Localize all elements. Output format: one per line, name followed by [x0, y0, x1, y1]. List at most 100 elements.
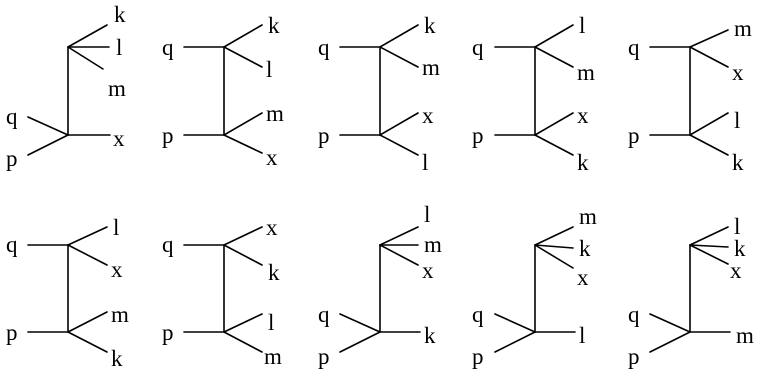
particle-label: k — [424, 323, 436, 348]
external-leg — [494, 331, 536, 353]
external-leg — [67, 24, 108, 48]
particle-label: k — [268, 260, 280, 285]
diagram-9: m k x q p l — [472, 204, 597, 369]
particle-label: m — [264, 344, 282, 369]
external-leg — [223, 244, 263, 266]
particle-label: l — [424, 202, 430, 227]
particle-label: p — [318, 344, 330, 369]
external-leg — [379, 244, 419, 266]
particle-label: q — [318, 35, 330, 60]
particle-label: l — [579, 13, 585, 38]
particle-label: m — [424, 232, 442, 257]
external-leg — [339, 313, 381, 333]
particle-label: q — [6, 104, 18, 129]
particle-label: p — [472, 344, 484, 369]
particle-label: k — [424, 13, 436, 38]
particle-label: l — [268, 310, 274, 335]
external-leg — [534, 244, 574, 269]
particle-label: x — [577, 265, 589, 290]
particle-label: p — [162, 123, 174, 148]
diagram-6: q l x p m k — [6, 215, 129, 371]
external-leg — [379, 112, 419, 136]
particle-label: l — [113, 215, 119, 240]
external-leg — [379, 24, 419, 48]
particle-label: q — [162, 35, 174, 60]
particle-label: q — [318, 302, 330, 327]
external-leg — [27, 134, 69, 156]
external-leg — [689, 134, 729, 156]
external-leg — [379, 226, 419, 246]
particle-label: p — [6, 320, 18, 345]
diagram-4: q l m p x k — [472, 13, 595, 175]
external-leg — [223, 226, 263, 246]
external-leg — [689, 112, 729, 136]
particle-label: l — [579, 323, 585, 348]
particle-label: l — [116, 35, 122, 60]
external-leg — [534, 24, 574, 48]
external-leg — [534, 134, 574, 156]
particle-label: q — [628, 35, 640, 60]
external-leg — [223, 46, 263, 68]
external-leg — [223, 134, 263, 154]
external-leg — [649, 331, 691, 353]
particle-label: l — [734, 214, 740, 239]
external-leg — [534, 226, 574, 246]
particle-label: m — [734, 16, 752, 41]
particle-label: m — [577, 60, 595, 85]
external-leg — [534, 244, 574, 249]
particle-label: x — [422, 258, 434, 283]
particle-label: k — [111, 346, 123, 371]
particle-label: p — [472, 123, 484, 148]
diagram-2: q k l p m x — [162, 13, 284, 170]
diagram-3: q k m p x l — [318, 13, 440, 175]
external-leg — [67, 226, 108, 246]
particle-label: p — [162, 320, 174, 345]
external-leg — [379, 134, 419, 156]
diagram-1: k l m q p x — [6, 2, 126, 171]
external-leg — [689, 244, 729, 248]
particle-label: m — [266, 101, 284, 126]
particle-label: m — [108, 76, 126, 101]
particle-label: q — [628, 302, 640, 327]
external-leg — [689, 29, 729, 48]
external-leg — [67, 46, 104, 70]
external-leg — [494, 313, 536, 333]
external-leg — [689, 226, 729, 246]
particle-label: l — [422, 150, 428, 175]
external-leg — [649, 313, 691, 333]
particle-label: x — [422, 103, 434, 128]
particle-label: m — [579, 204, 597, 229]
external-leg — [67, 331, 108, 353]
particle-label: p — [6, 146, 18, 171]
particle-label: x — [577, 103, 589, 128]
diagram-5: q m x p l k — [628, 16, 752, 175]
diagram-8: l m x q p k — [318, 202, 442, 369]
particle-label: q — [6, 232, 18, 257]
external-leg — [379, 46, 419, 68]
external-leg — [67, 244, 108, 266]
particle-label: m — [422, 55, 440, 80]
external-leg — [223, 112, 263, 136]
external-leg — [223, 24, 263, 48]
particle-label: x — [730, 258, 742, 283]
particle-label: p — [628, 344, 640, 369]
particle-label: q — [472, 302, 484, 327]
external-leg — [223, 313, 263, 333]
particle-label: x — [113, 126, 125, 151]
particle-label: x — [111, 257, 123, 282]
external-leg — [27, 116, 69, 136]
particle-label: k — [734, 236, 746, 261]
particle-label: p — [318, 123, 330, 148]
particle-label: k — [114, 2, 126, 27]
particle-label: k — [577, 150, 589, 175]
external-leg — [534, 112, 574, 136]
external-leg — [689, 244, 729, 265]
particle-label: x — [732, 60, 744, 85]
external-leg — [534, 46, 574, 68]
particle-label: k — [579, 236, 591, 261]
particle-label: q — [472, 35, 484, 60]
particle-label: x — [266, 145, 278, 170]
diagram-7: q x k p l m — [162, 215, 282, 369]
particle-label: l — [266, 57, 272, 82]
